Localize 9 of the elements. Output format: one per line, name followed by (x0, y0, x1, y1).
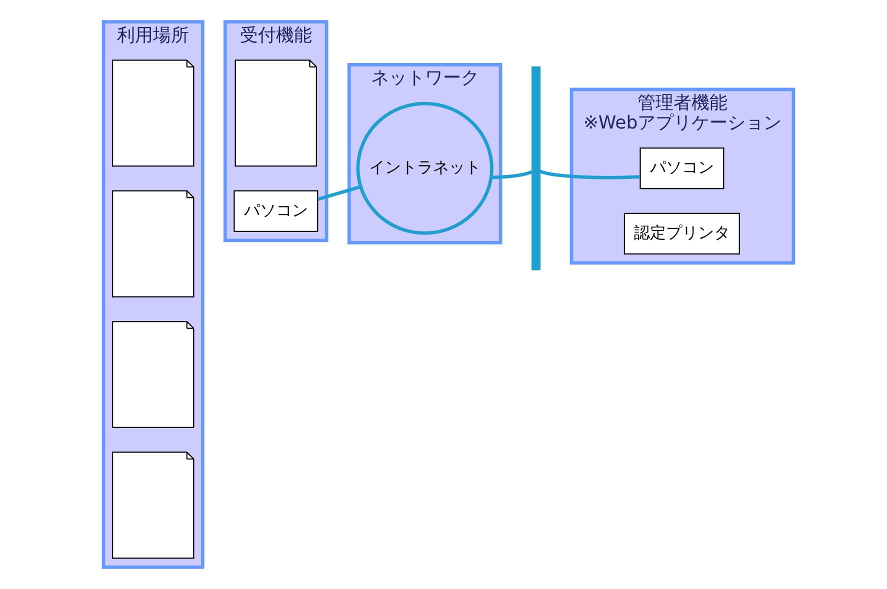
node-circle: イントラネット (356, 102, 493, 235)
connector (490, 170, 532, 180)
cluster: 利用場所 (101, 20, 204, 569)
node-box: パソコン (233, 190, 318, 232)
node-bar (531, 66, 540, 270)
connector (316, 185, 361, 201)
node-box: パソコン (639, 147, 724, 190)
node-box: 認定プリンタ (623, 212, 740, 254)
connector (539, 170, 640, 180)
